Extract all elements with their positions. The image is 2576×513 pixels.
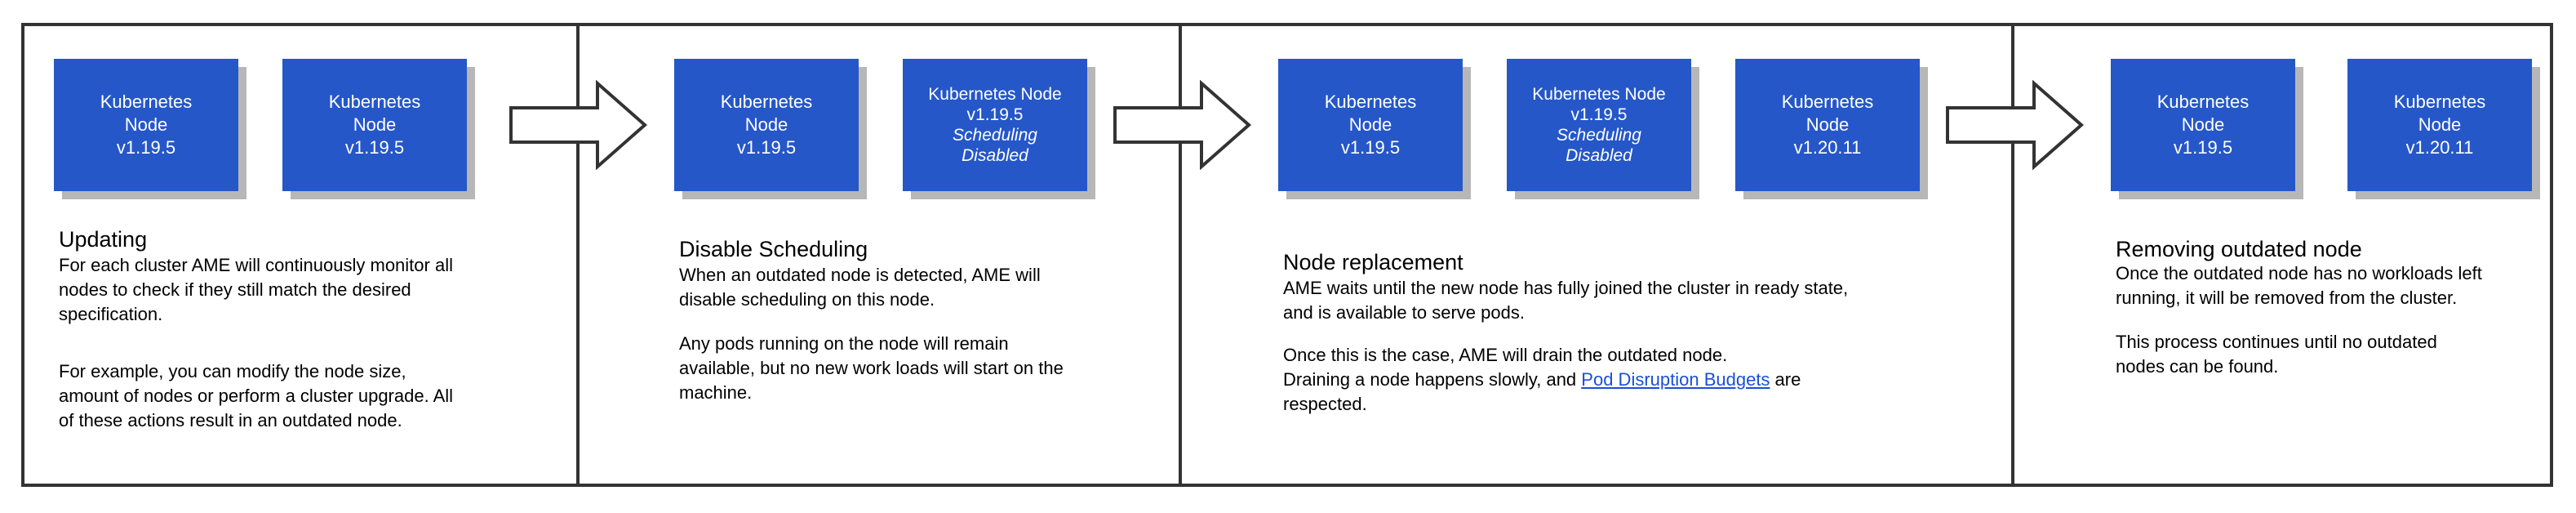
kubernetes-node-box: Kubernetes Node v1.19.5: [674, 59, 859, 191]
node-label: Kubernetes: [328, 91, 421, 112]
step-title: Removing outdated node: [2116, 237, 2362, 261]
step-description-text: are: [1770, 369, 1801, 390]
node-label: Kubernetes: [100, 91, 193, 112]
kubernetes-node-box: Kubernetes Node v1.19.5: [1278, 59, 1463, 191]
node-version: v1.20.11: [2405, 137, 2474, 158]
node-version: v1.20.11: [1793, 137, 1862, 158]
node-label: Kubernetes: [2156, 91, 2250, 112]
kubernetes-node-box: Kubernetes Node v1.19.5: [54, 59, 238, 191]
kubernetes-node-box: Kubernetes Node v1.20.11: [2347, 59, 2532, 191]
right-arrow-icon: [509, 80, 648, 170]
node-version: v1.19.5: [1570, 105, 1628, 124]
node-status: Scheduling: [953, 126, 1037, 145]
step-description: When an outdated node is detected, AME w…: [679, 265, 1041, 310]
node-version: v1.19.5: [2173, 137, 2233, 158]
step-description: AME waits until the new node has fully j…: [1283, 278, 1849, 323]
node-version: v1.19.5: [344, 137, 405, 158]
step-description: This process continues until no outdated…: [2116, 332, 2437, 377]
step-title: Disable Scheduling: [679, 237, 868, 261]
step-description-text: Once this is the case, AME will drain th…: [1283, 345, 1728, 390]
node-version: v1.19.5: [116, 137, 176, 158]
node-label: Kubernetes: [1781, 91, 1874, 112]
step-description: Any pods running on the node will remain…: [679, 333, 1064, 403]
step-description: For each cluster AME will continuously m…: [59, 255, 453, 324]
step-description: Once this is the case, AME will drain th…: [1283, 343, 1801, 417]
node-label: Node: [744, 114, 788, 135]
node-label: Kubernetes: [1324, 91, 1417, 112]
step-description: Once the outdated node has no workloads …: [2116, 263, 2482, 308]
step-title: Node replacement: [1283, 250, 1463, 274]
right-arrow-icon: [1946, 80, 2085, 170]
panel-divider: [576, 23, 580, 487]
node-label: Kubernetes Node: [928, 85, 1062, 104]
node-label: Node: [2181, 114, 2225, 135]
step-title: Updating: [59, 227, 148, 252]
node-status: Disabled: [962, 146, 1028, 165]
node-label: Node: [1348, 114, 1392, 135]
kubernetes-node-box: Kubernetes Node v1.19.5 Scheduling Disab…: [1507, 59, 1691, 191]
right-arrow-icon: [1113, 80, 1252, 170]
node-label: Node: [1805, 114, 1850, 135]
node-label: Node: [2418, 114, 2462, 135]
diagram-frame: [21, 23, 2553, 487]
node-label: Kubernetes: [720, 91, 813, 112]
panel-divider: [1179, 23, 1182, 487]
node-status: Scheduling: [1557, 126, 1641, 145]
node-version: v1.19.5: [1340, 137, 1401, 158]
node-label: Node: [124, 114, 168, 135]
node-version: v1.19.5: [736, 137, 797, 158]
node-label: Node: [353, 114, 397, 135]
node-label: Kubernetes Node: [1532, 85, 1666, 104]
kubernetes-node-box: Kubernetes Node v1.19.5: [282, 59, 467, 191]
node-status: Disabled: [1566, 146, 1632, 165]
step-description: For example, you can modify the node siz…: [59, 361, 454, 430]
panel-divider: [2011, 23, 2014, 487]
node-version: v1.19.5: [966, 105, 1024, 124]
step-description-text: respected.: [1283, 394, 1367, 414]
kubernetes-node-box: Kubernetes Node v1.20.11: [1735, 59, 1920, 191]
node-label: Kubernetes: [2393, 91, 2486, 112]
kubernetes-node-box: Kubernetes Node v1.19.5 Scheduling Disab…: [903, 59, 1087, 191]
kubernetes-node-box: Kubernetes Node v1.19.5: [2111, 59, 2295, 191]
pod-disruption-budgets-link[interactable]: Pod Disruption Budgets: [1581, 369, 1770, 390]
